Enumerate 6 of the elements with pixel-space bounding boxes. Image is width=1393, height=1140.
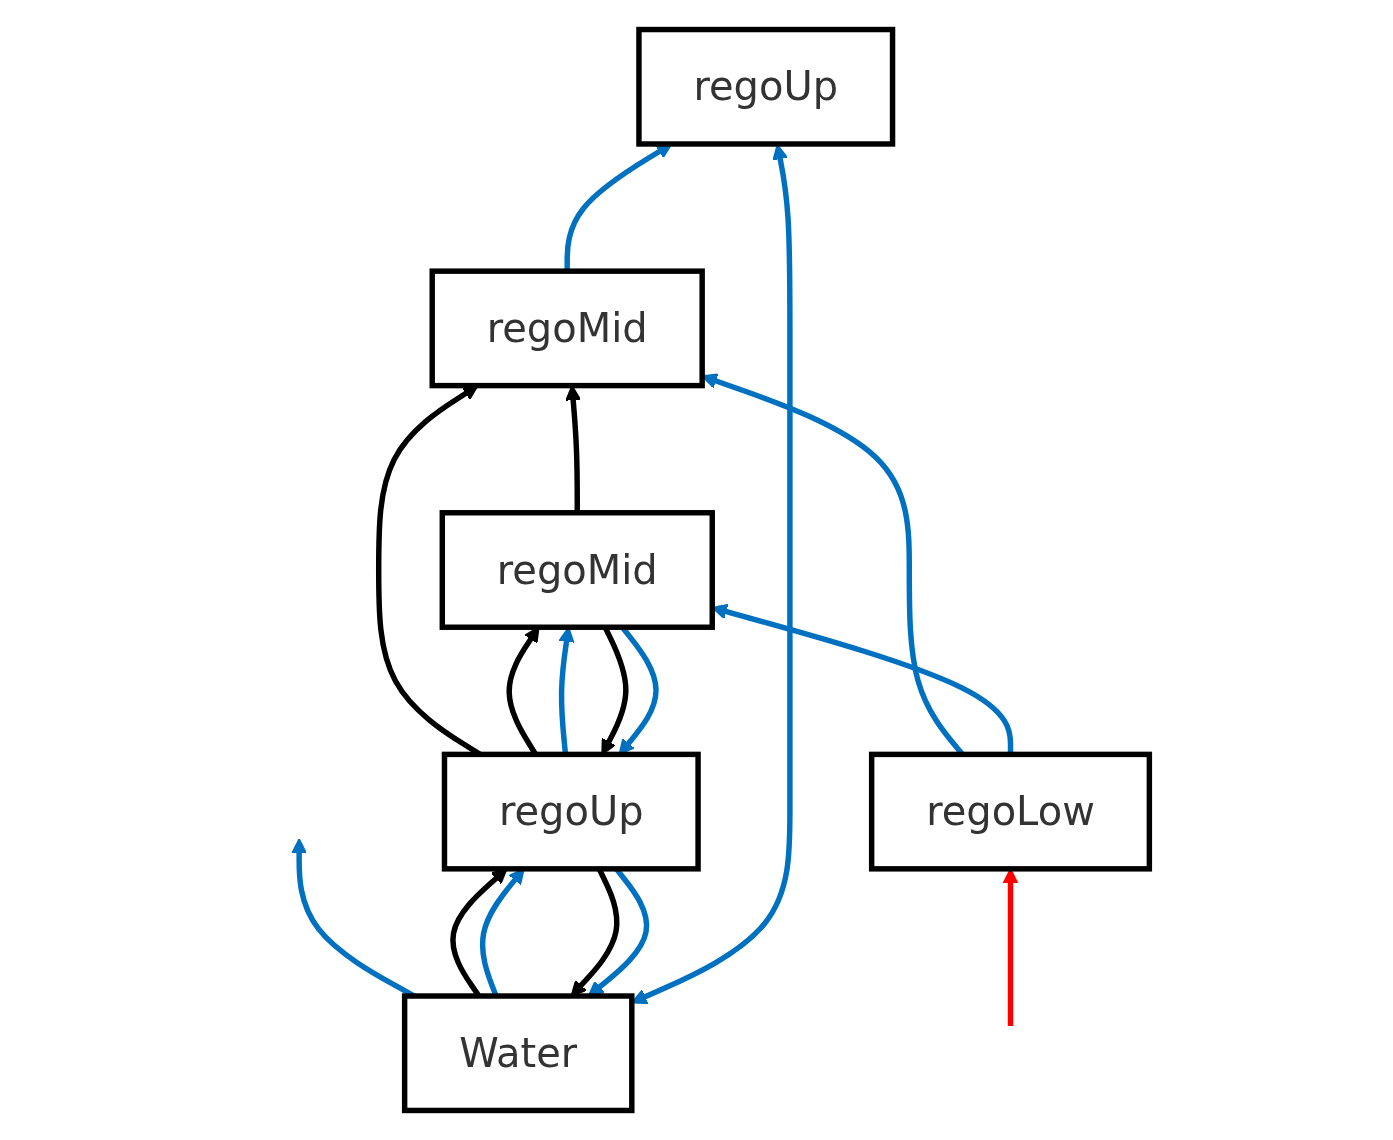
node-box: regoUp <box>441 751 701 872</box>
node-box: Water <box>401 993 635 1114</box>
node-box: regoLow <box>868 751 1152 872</box>
node-box: regoMid <box>439 510 715 630</box>
node-box: regoUp <box>635 26 895 147</box>
node-box: regoMid <box>429 268 705 389</box>
